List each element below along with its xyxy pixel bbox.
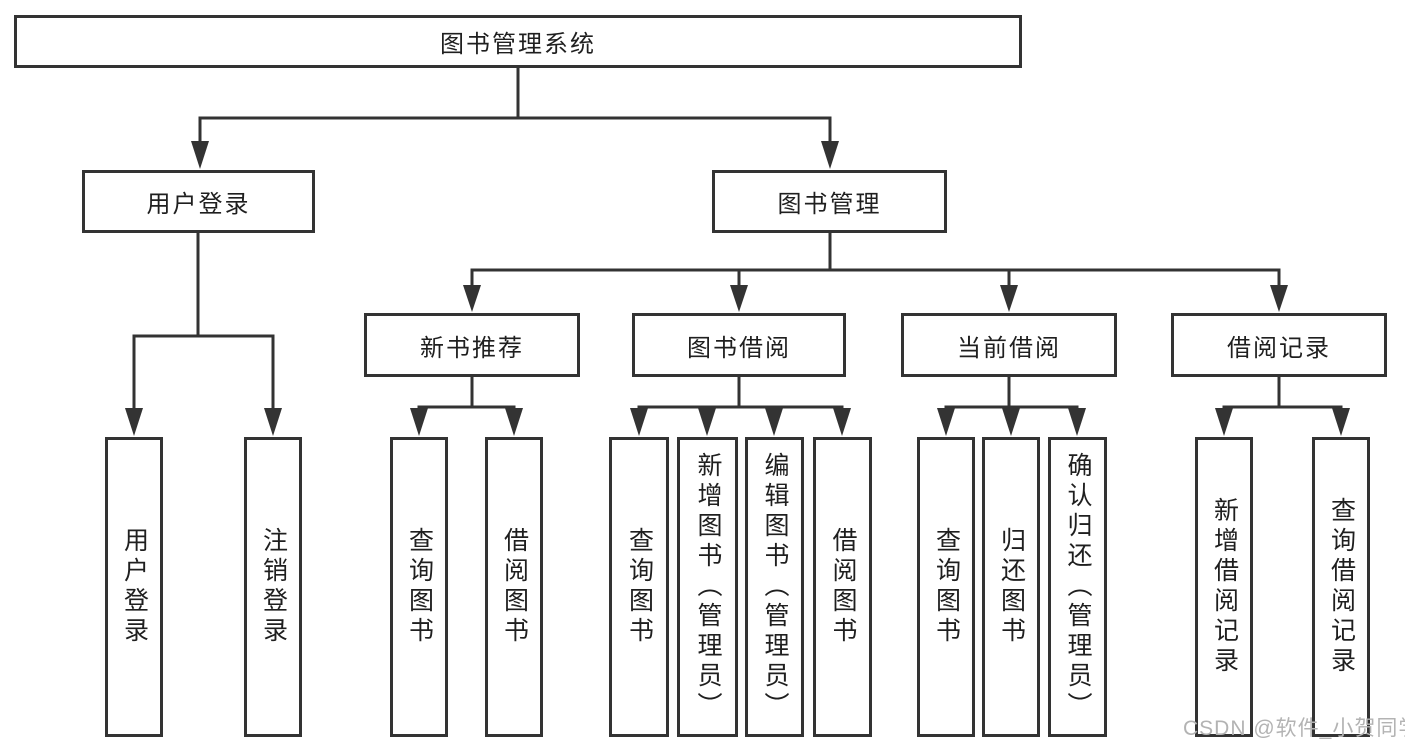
leaf-current-query-books-label: 查询图书	[932, 527, 961, 647]
leaf-recommend-query-books-label: 查询图书	[405, 527, 434, 647]
leaf-borrow-borrow-books: 借阅图书	[813, 437, 872, 737]
csdn-watermark: CSDN @软件_小贺同学	[1183, 717, 1405, 740]
leaf-current-return-books: 归还图书	[982, 437, 1040, 737]
node-user-login: 用户登录	[82, 170, 315, 233]
leaf-borrow-add-books-admin: 新增图书（管理员）	[677, 437, 738, 737]
node-library-system: 图书管理系统	[14, 15, 1022, 68]
leaf-records-add-record: 新增借阅记录	[1195, 437, 1253, 737]
leaf-records-add-record-label: 新增借阅记录	[1210, 497, 1239, 677]
leaf-recommend-borrow-books: 借阅图书	[485, 437, 543, 737]
leaf-recommend-query-books: 查询图书	[390, 437, 448, 737]
leaf-borrow-add-books-admin-label: 新增图书（管理员）	[694, 452, 722, 722]
node-current-borrow-label: 当前借阅	[957, 334, 1061, 362]
leaf-user-login-label: 用户登录	[120, 527, 149, 647]
leaf-user-login: 用户登录	[105, 437, 163, 737]
node-new-book-recommend-label: 新书推荐	[420, 334, 524, 362]
arrowheads	[125, 141, 1350, 436]
leaf-current-query-books: 查询图书	[917, 437, 975, 737]
leaf-borrow-query-books: 查询图书	[609, 437, 669, 737]
leaf-borrow-edit-books-admin-label: 编辑图书（管理员）	[761, 452, 789, 722]
node-book-management-label: 图书管理	[777, 191, 882, 218]
leaf-borrow-edit-books-admin: 编辑图书（管理员）	[745, 437, 804, 737]
leaf-records-query-record-label: 查询借阅记录	[1327, 497, 1356, 677]
node-book-borrow-label: 图书借阅	[687, 334, 791, 362]
node-book-borrow: 图书借阅	[632, 313, 846, 377]
node-borrow-records: 借阅记录	[1171, 313, 1387, 377]
node-library-system-label: 图书管理系统	[440, 31, 596, 58]
node-book-management: 图书管理	[712, 170, 947, 233]
node-user-login-label: 用户登录	[146, 191, 251, 218]
leaf-borrow-borrow-books-label: 借阅图书	[829, 527, 857, 647]
node-current-borrow: 当前借阅	[901, 313, 1117, 377]
leaf-current-return-books-label: 归还图书	[997, 527, 1026, 647]
leaf-recommend-borrow-books-label: 借阅图书	[500, 527, 529, 647]
leaf-logout: 注销登录	[244, 437, 302, 737]
leaf-records-query-record: 查询借阅记录	[1312, 437, 1370, 737]
leaf-logout-label: 注销登录	[259, 527, 288, 647]
node-borrow-records-label: 借阅记录	[1227, 334, 1331, 362]
leaf-borrow-query-books-label: 查询图书	[625, 527, 654, 647]
node-new-book-recommend: 新书推荐	[364, 313, 580, 377]
leaf-current-confirm-return-admin: 确认归还（管理员）	[1048, 437, 1107, 737]
leaf-current-confirm-return-admin-label: 确认归还（管理员）	[1064, 452, 1092, 722]
